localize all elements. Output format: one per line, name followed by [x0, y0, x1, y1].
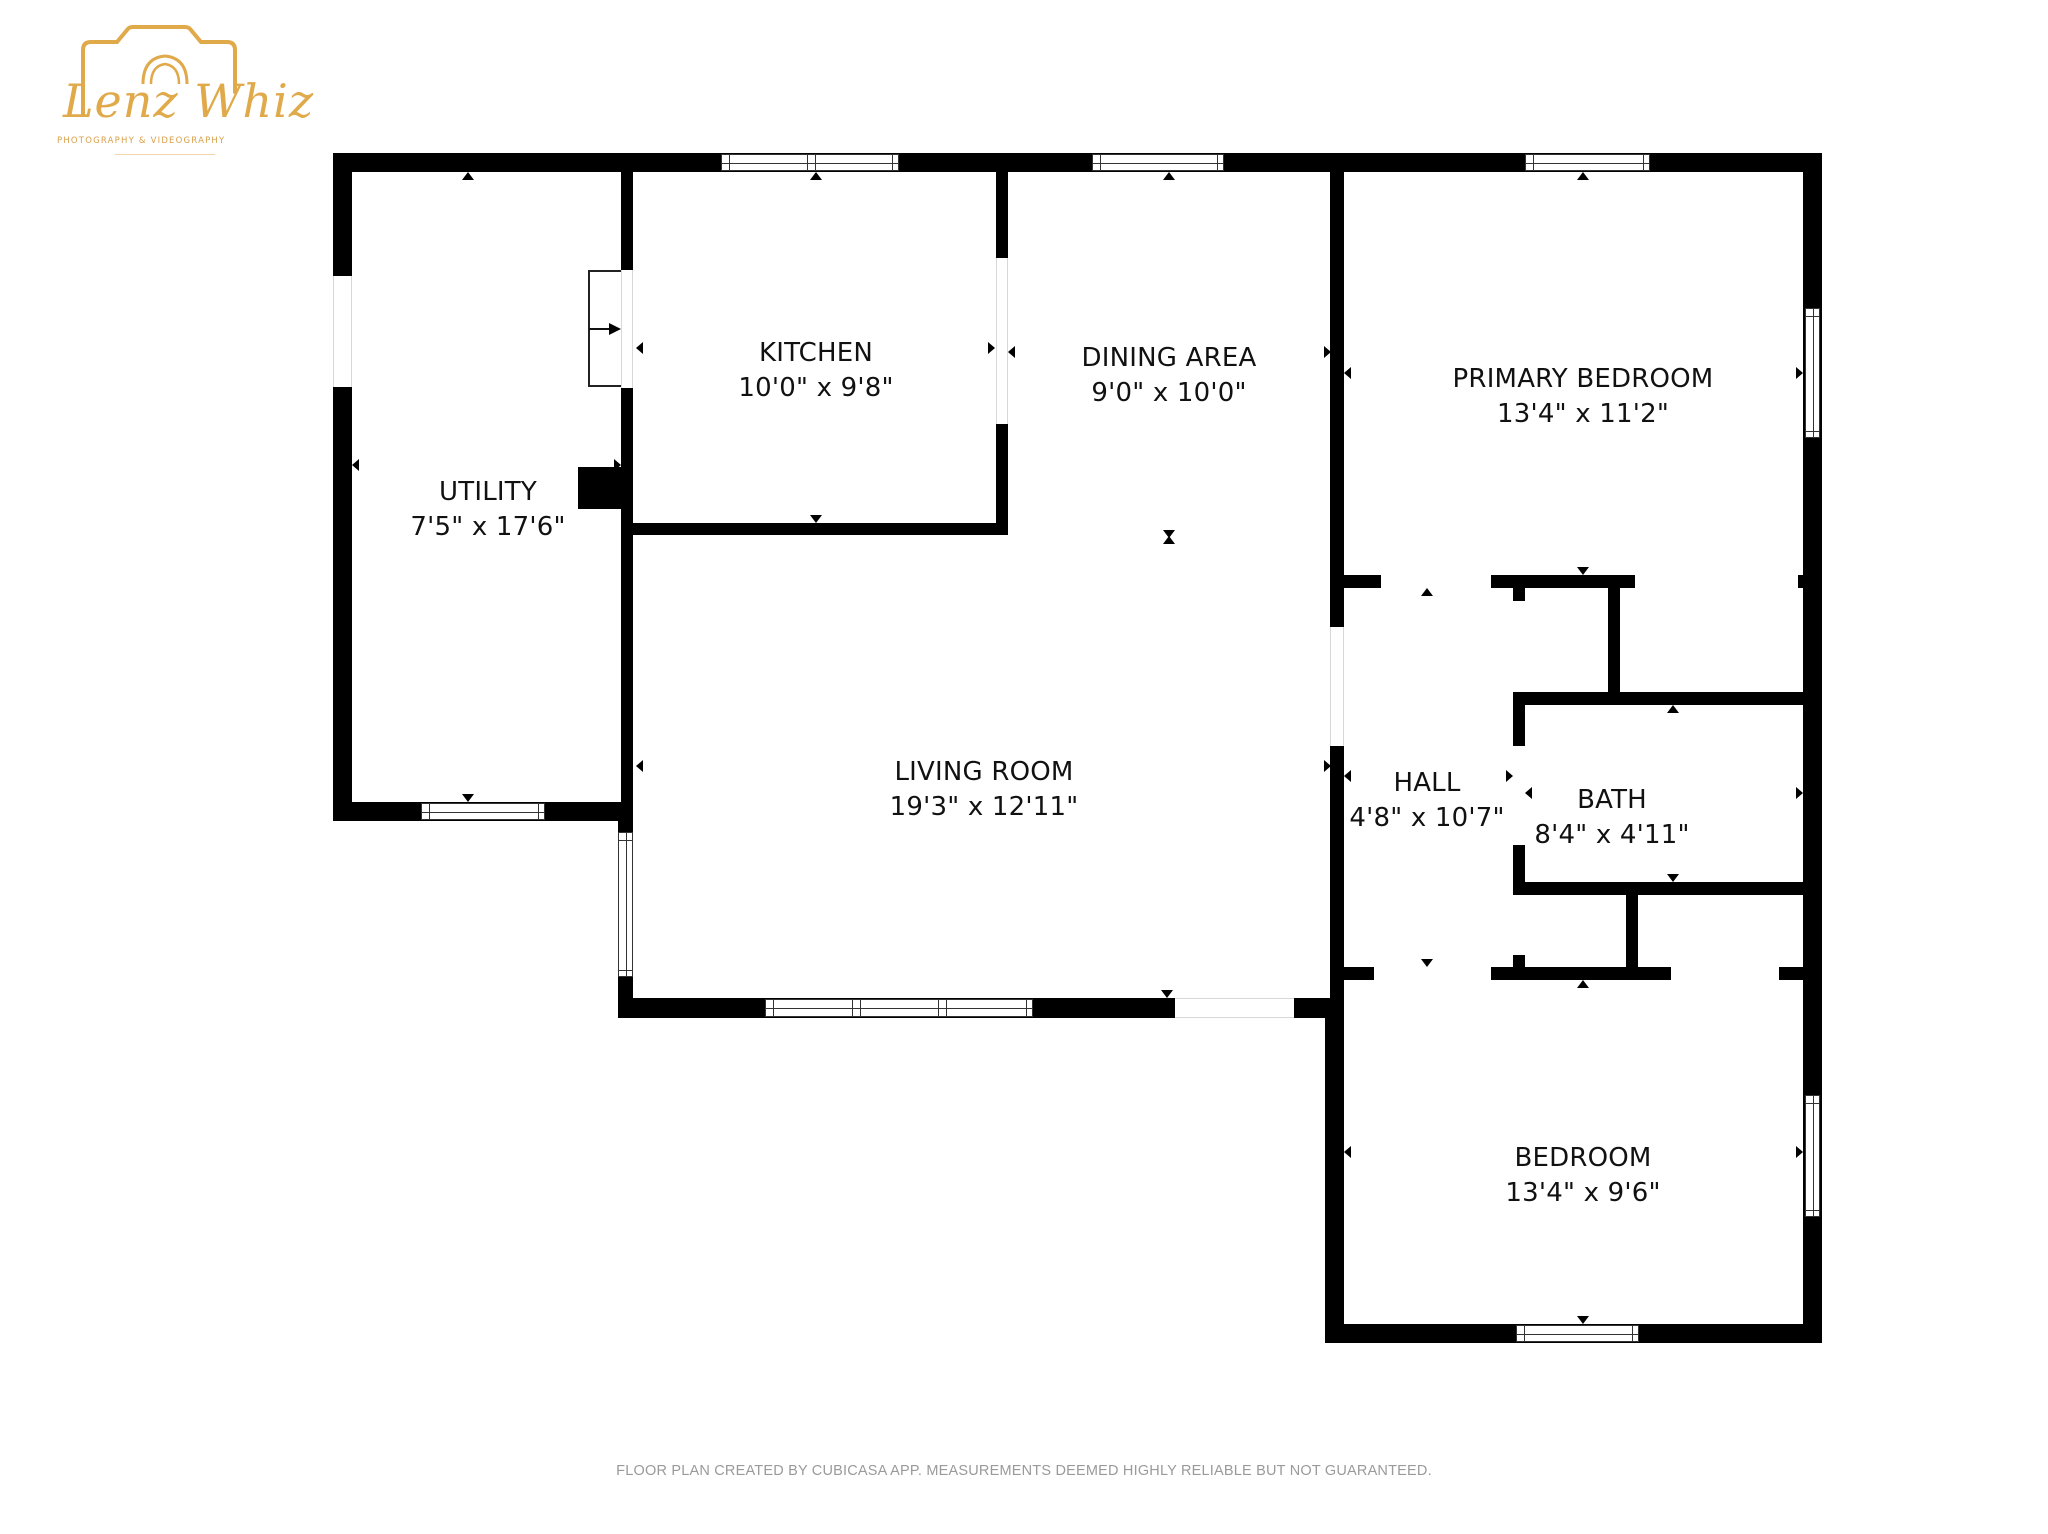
dim-marker-icon	[1421, 959, 1433, 967]
dim-marker-icon	[1344, 367, 1351, 379]
room-label-hall: HALL 4'8" x 10'7"	[1349, 766, 1504, 836]
dim-marker-icon	[1796, 367, 1803, 379]
window-primary-top	[1525, 154, 1650, 171]
brand-underline	[115, 154, 215, 155]
wall-block-utility	[578, 467, 626, 509]
wall-primary-bottom-c	[1798, 575, 1808, 588]
wall-hall-bottom-c	[1779, 967, 1805, 980]
dim-marker-icon	[636, 760, 643, 772]
wall-bedroom-left-jog	[1325, 998, 1344, 1343]
opening-kitchen-dining	[996, 258, 1008, 424]
dim-marker-icon	[1008, 346, 1015, 358]
wall-closet-divider-bottom	[1626, 882, 1638, 974]
wall-hall-right-top	[1513, 588, 1525, 601]
dim-marker-icon	[1421, 588, 1433, 596]
wall-utility-left	[333, 153, 352, 821]
arrow-line	[589, 328, 609, 330]
room-label-utility: UTILITY 7'5" x 17'6"	[410, 475, 565, 545]
dim-marker-icon	[462, 172, 474, 180]
wall-right	[1803, 153, 1822, 1343]
wall-top	[333, 153, 1822, 172]
room-name: BEDROOM	[1514, 1143, 1652, 1173]
brand-logo: Lenz Whiz PHOTOGRAPHY & VIDEOGRAPHY	[55, 22, 313, 162]
dim-marker-icon	[1344, 770, 1351, 782]
room-label-bedroom: BEDROOM 13'4" x 9'6"	[1505, 1141, 1660, 1211]
window-primary-right	[1805, 308, 1820, 438]
dim-marker-icon	[1577, 567, 1589, 575]
dim-marker-icon	[1163, 172, 1175, 180]
room-name: UTILITY	[439, 477, 537, 507]
room-name: DINING AREA	[1081, 343, 1257, 373]
dim-marker-icon	[1577, 980, 1589, 988]
wall-primary-bottom-b	[1491, 575, 1635, 588]
wall-hall-right-bottom	[1513, 955, 1525, 969]
wall-closet-divider-top	[1608, 588, 1620, 694]
window-dining-top	[1092, 154, 1224, 171]
window-living-bottom	[765, 999, 1033, 1017]
room-label-kitchen: KITCHEN 10'0" x 9'8"	[738, 336, 893, 406]
dim-marker-icon	[1667, 874, 1679, 882]
room-label-dining: DINING AREA 9'0" x 10'0"	[1082, 341, 1257, 411]
dim-marker-icon	[636, 342, 643, 354]
dim-marker-icon	[1577, 172, 1589, 180]
brand-tagline: PHOTOGRAPHY & VIDEOGRAPHY	[57, 136, 226, 146]
wall-hall-bottom-b	[1491, 967, 1671, 980]
dim-marker-icon	[1796, 787, 1803, 799]
room-dimensions: 8'4" x 4'11"	[1534, 820, 1690, 850]
dim-marker-icon	[1324, 760, 1331, 772]
room-dimensions: 9'0" x 10'0"	[1091, 378, 1247, 408]
room-label-living: LIVING ROOM 19'3" x 12'11"	[890, 755, 1079, 825]
dim-marker-icon	[1525, 787, 1532, 799]
wall-primary-bottom-a	[1344, 575, 1381, 588]
room-dimensions: 7'5" x 17'6"	[410, 512, 566, 542]
dim-marker-icon	[1163, 536, 1175, 544]
room-name: KITCHEN	[758, 338, 874, 368]
dim-marker-icon	[1163, 530, 1175, 538]
opening-dining-hall	[1330, 627, 1344, 746]
disclaimer-footer: FLOOR PLAN CREATED BY CUBICASA APP. MEAS…	[616, 1463, 1432, 1479]
dim-marker-icon	[1667, 705, 1679, 713]
opening-utility-left	[333, 276, 352, 387]
wall-hall-bottom-a	[1344, 967, 1374, 980]
window-bedroom-right	[1805, 1095, 1820, 1217]
wall-kitchen-bottom	[630, 523, 1008, 535]
window-kitchen-top	[721, 154, 899, 171]
arrow-right-icon	[609, 323, 621, 335]
room-name: LIVING ROOM	[894, 757, 1074, 787]
room-dimensions: 19'3" x 12'11"	[889, 792, 1079, 822]
room-label-primary-bedroom: PRIMARY BEDROOM 13'4" x 11'2"	[1453, 362, 1714, 432]
window-bedroom-bottom	[1516, 1325, 1639, 1342]
room-label-bath: BATH 8'4" x 4'11"	[1534, 783, 1689, 853]
room-dimensions: 13'4" x 9'6"	[1505, 1178, 1661, 1208]
dim-marker-icon	[988, 342, 995, 354]
dim-marker-icon	[352, 459, 359, 471]
dim-marker-icon	[1577, 1316, 1589, 1324]
room-name: PRIMARY BEDROOM	[1452, 364, 1714, 394]
door-opening-living	[1175, 998, 1294, 1018]
room-name: HALL	[1393, 768, 1461, 798]
camera-outline-icon	[81, 25, 237, 116]
wall-bath-top	[1513, 692, 1803, 705]
room-name: BATH	[1577, 785, 1647, 815]
opening-utility-kitchen	[621, 270, 633, 388]
dim-marker-icon	[810, 172, 822, 180]
room-dimensions: 4'8" x 10'7"	[1349, 803, 1505, 833]
dim-marker-icon	[1796, 1146, 1803, 1158]
wall-hall-bath-upper	[1513, 692, 1525, 746]
wall-bath-bottom	[1513, 882, 1803, 895]
room-dimensions: 10'0" x 9'8"	[738, 373, 894, 403]
dim-marker-icon	[1161, 990, 1173, 998]
dim-marker-icon	[614, 459, 621, 471]
dim-marker-icon	[810, 515, 822, 523]
window-utility-bottom	[421, 803, 545, 820]
dim-marker-icon	[1506, 770, 1513, 782]
dim-marker-icon	[462, 794, 474, 802]
room-dimensions: 13'4" x 11'2"	[1497, 399, 1669, 429]
brand-name: Lenz Whiz	[63, 74, 315, 128]
dim-marker-icon	[1344, 1146, 1351, 1158]
dim-marker-icon	[1324, 346, 1331, 358]
window-living-left	[618, 832, 633, 977]
